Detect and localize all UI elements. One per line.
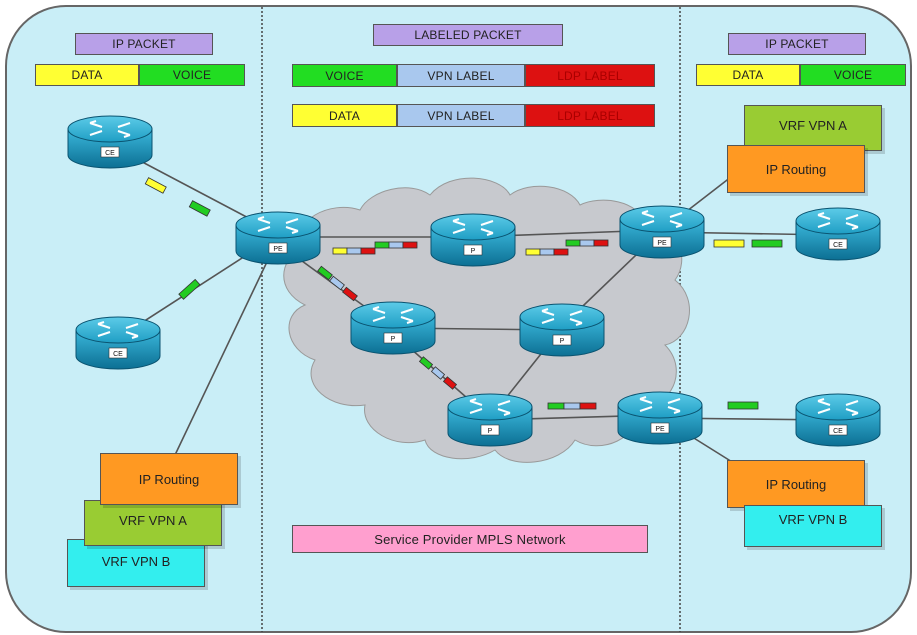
router-icon-p-mid-right: P: [519, 303, 605, 357]
service-provider-label: Service Provider MPLS Network: [292, 525, 648, 553]
labeled-packet-label: LABELED PACKET: [373, 24, 563, 46]
row1-voice-field: VOICE: [292, 64, 397, 87]
router-icon-ce-top-left: CE: [67, 115, 153, 169]
packet-markers: [144, 177, 783, 410]
router-label: P: [488, 428, 493, 435]
mpls-cloud: [283, 177, 690, 463]
right-vrf-vpn-a-box: VRF VPN A: [744, 105, 882, 151]
router-label: P: [391, 336, 396, 343]
router-label: PE: [657, 240, 667, 247]
right-ip-routing-b-box: IP Routing: [727, 460, 865, 508]
row2-ldp-label-field: LDP LABEL: [525, 104, 655, 127]
right-ip-routing-a-box: IP Routing: [727, 145, 865, 193]
router-label: CE: [833, 428, 843, 435]
right-data-field: DATA: [696, 64, 800, 86]
router-icon-p-bottom: P: [447, 393, 533, 447]
router-label: PE: [273, 246, 283, 253]
left-data-field: DATA: [35, 64, 139, 86]
router-icon-ce-right-top: CE: [795, 207, 881, 261]
row2-data-field: DATA: [292, 104, 397, 127]
router-icon-ce-right-bottom: CE: [795, 393, 881, 447]
router-label: P: [560, 338, 565, 345]
router-label: PE: [655, 426, 665, 433]
right-ip-packet-label: IP PACKET: [728, 33, 866, 55]
row2-vpn-label-field: VPN LABEL: [397, 104, 525, 127]
router-icon-pe-left: PE: [235, 211, 321, 265]
left-voice-field: VOICE: [139, 64, 245, 86]
left-ip-packet-label: IP PACKET: [75, 33, 213, 55]
router-label: P: [471, 248, 476, 255]
router-icon-ce-bottom-left: CE: [75, 316, 161, 370]
row1-vpn-label-field: VPN LABEL: [397, 64, 525, 87]
router-icon-pe-right-bottom: PE: [617, 391, 703, 445]
row1-ldp-label-field: LDP LABEL: [525, 64, 655, 87]
router-icon-p-mid-left: P: [350, 301, 436, 355]
routers: CE CE PE P P P P PE PE CE CE: [67, 115, 881, 447]
router-label: CE: [833, 242, 843, 249]
right-vrf-vpn-b-box: VRF VPN B: [744, 505, 882, 547]
right-voice-field: VOICE: [800, 64, 906, 86]
router-label: CE: [105, 150, 115, 157]
left-vrf-vpn-a-box: VRF VPN A: [84, 500, 222, 546]
router-label: CE: [113, 351, 123, 358]
router-icon-p-top: P: [430, 213, 516, 267]
left-vrf-vpn-b-box: VRF VPN B: [67, 539, 205, 587]
left-ip-routing-box: IP Routing: [100, 453, 238, 505]
router-icon-pe-right-top: PE: [619, 205, 705, 259]
